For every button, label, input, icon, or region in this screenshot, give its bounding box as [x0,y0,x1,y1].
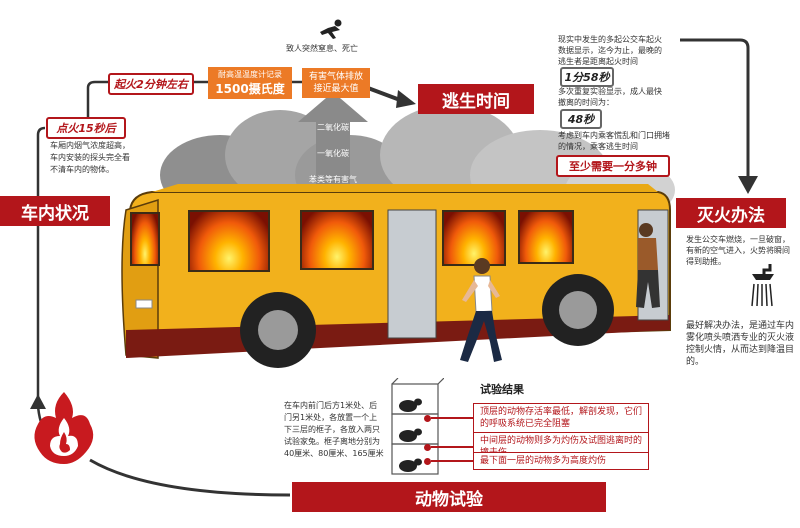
running-person-icon [460,258,502,362]
rabbit-cage [391,378,444,475]
temperature-label: 耐高温温度计记录 [218,70,282,79]
result-marker [424,414,431,422]
result-bottom: 最下面一层的动物多为高度灼伤 [473,452,649,470]
flame-window [300,210,374,270]
fire-emblem-icon [34,392,94,464]
escape-time-title: 逃生时间 [418,84,534,114]
shower-head-icon [751,264,774,307]
escape-time-2: 48秒 [560,109,602,129]
result-title: 试验结果 [480,383,524,396]
extinguish-title: 灭火办法 [676,198,786,228]
temperature-record: 耐高温温度计记录 1500摄氏度 [208,67,292,99]
ignite-2min-label: 起火2分钟左右 [108,73,194,95]
toxic-gas-text: 有害气体排放接近最大值 [308,72,363,94]
escape-time-1: 1分58秒 [560,67,614,87]
escape-text-3: 考虑到车内乘客慌乱和门口拥堵的情况，乘客逃生时间 [558,131,670,151]
result-marker [424,443,431,451]
animal-test-title: 动物试验 [292,482,606,512]
result-row: 顶层的动物存活率最低，解剖发现，它们的呼吸系统已完全阻塞 [424,403,649,433]
toxic-gas-record: 有害气体排放接近最大值 [302,68,370,98]
gas-item: 一氧化碳 [317,149,349,158]
animal-setup-text: 在车内前门后方1米处、后门另1米处，各放置一个上下三层的框子，各放入两只试验家兔… [284,401,384,458]
escaping-person-icon [636,223,660,308]
escape-text-2: 多次重复实验显示，成人最快撤离的时间为： [558,87,662,107]
flame-window [442,210,506,266]
deadly-note: 致人突然窒息、死亡 [286,44,358,53]
result-connector [431,460,473,462]
flame-window [130,212,160,266]
smoke-note: 车厢内烟气浓度超高，车内安装的探头完全看不清车内的物体。 [50,141,130,174]
falling-person-icon [320,19,342,39]
gas-arrow [298,92,368,242]
flame-window [188,210,270,272]
rabbit-icon [399,398,422,472]
flame-window [518,210,574,264]
result-connector [431,417,473,419]
escape-text-1: 现实中发生的多起公交车起火数据显示，迄今为止，最晚的逃生者是距离起火时间 [558,35,662,66]
result-top: 顶层的动物存活率最低，解剖发现，它们的呼吸系统已完全阻塞 [473,403,649,433]
extinguish-text-1: 发生公交车燃烧，一旦破窗，有新的空气进入，火势将瞬间得到助推。 [686,235,790,266]
ignite-15s-label: 点火15秒后 [46,117,126,139]
result-row: 最下面一层的动物多为高度灼伤 [424,452,649,470]
result-marker [424,457,431,465]
interior-title: 车内状况 [0,196,110,226]
extinguish-text-2: 最好解决办法，是通过车内雾化喷头喷洒专业的灭火液控制火情，从而达到降温目的。 [686,321,795,367]
gas-item: 二氧化碳 [317,123,349,132]
escape-conclusion: 至少需要一分多钟 [556,155,670,177]
result-connector [431,446,473,448]
temperature-value: 1500摄氏度 [215,82,285,96]
